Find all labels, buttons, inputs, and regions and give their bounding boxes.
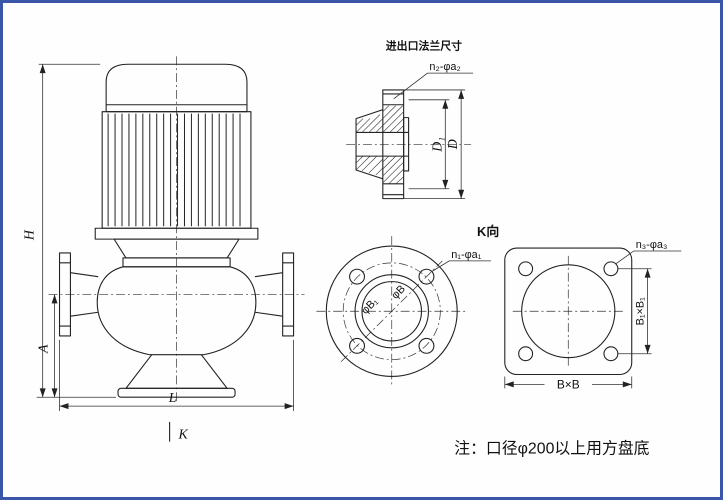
k-direction-view: K向 n₁-φa₁ φB₁ φB xyxy=(316,224,499,387)
base-plate xyxy=(117,387,236,398)
base-holes-leader xyxy=(615,250,682,265)
pump-front-view: H A L K xyxy=(22,56,305,442)
base-square-outline xyxy=(504,247,633,376)
motor-cooling-fins xyxy=(107,113,241,227)
volute-casing xyxy=(96,266,257,356)
b-extension-lines xyxy=(504,376,633,389)
drawing-note: 注：口径φ200以上用方盘底 xyxy=(454,439,649,458)
k-view-holes-leader xyxy=(431,260,491,273)
hatch-top-wall xyxy=(355,114,384,133)
base-bolt-hole xyxy=(518,261,534,277)
right-flange xyxy=(282,252,295,337)
bolt-hole xyxy=(349,337,366,354)
flange-outer-circle xyxy=(325,245,458,378)
base-center-circle xyxy=(521,264,616,359)
dim-h-label: H xyxy=(22,229,37,241)
b1-extension-lines xyxy=(617,268,652,355)
k-view-arrow-label: K xyxy=(178,427,189,442)
right-pipe xyxy=(254,272,283,317)
main-view-arrowheads xyxy=(39,64,294,410)
dim-l-label: L xyxy=(168,390,177,405)
dim-d1-label: D₁ xyxy=(429,137,444,153)
base-holes-label: n₃-φa₃ xyxy=(636,239,668,251)
left-flange xyxy=(58,252,71,337)
dim-bxb-label: B×B xyxy=(557,377,580,391)
left-flange-bolt-marks xyxy=(59,262,71,327)
base-view-arrowheads xyxy=(504,268,651,388)
dim-a-label: A xyxy=(36,344,51,354)
hatch-top-web xyxy=(382,105,404,133)
d-extension-lines xyxy=(403,89,466,200)
dim-d-label: D xyxy=(445,139,460,150)
base-bolt-hole xyxy=(603,261,619,277)
raised-face-circle xyxy=(354,274,429,349)
flange-holes-label: n₂-φa₂ xyxy=(429,61,460,73)
k-view-title: K向 xyxy=(477,224,499,239)
base-bolt-hole xyxy=(518,346,534,362)
bolt-hole xyxy=(349,268,366,285)
bolt-circle xyxy=(342,262,441,361)
l-extension-lines xyxy=(59,339,294,412)
motor-cap xyxy=(105,63,248,113)
hatch-bottom-wall xyxy=(355,155,384,176)
dim-b1xb1-label: B₁×B₁ xyxy=(635,297,647,325)
square-base-view: n₃-φa₃ B₁×B₁ B×B xyxy=(504,239,682,391)
flange-section-title: 进出口法兰尺寸 xyxy=(386,38,462,52)
k-view-holes-label: n₁-φa₁ xyxy=(451,249,481,261)
flange-bolt-holes-section xyxy=(382,93,404,196)
k-view-diagonal-centerline xyxy=(340,260,443,362)
right-flange-bolt-marks xyxy=(282,262,294,327)
base-bolt-hole xyxy=(603,346,619,362)
flange-section-view: 进出口法兰尺寸 n₂-φa₂ D₁ D xyxy=(346,38,474,200)
flange-bore xyxy=(356,131,409,157)
flange-raised-face xyxy=(403,117,410,172)
h-extension-lines xyxy=(36,63,117,398)
bolt-hole xyxy=(418,337,435,354)
flange-barrel xyxy=(355,109,383,180)
hatch-bottom-web xyxy=(382,155,404,185)
base-centerlines xyxy=(512,255,624,367)
left-pipe xyxy=(70,272,99,317)
bolt-hole xyxy=(418,268,435,285)
d-dimension-lines xyxy=(444,89,462,199)
pump-technical-drawing: H A L K 进出口法兰尺寸 n₂-φa₂ D₁ D K向 xyxy=(22,38,682,458)
bore-circle xyxy=(361,281,423,342)
